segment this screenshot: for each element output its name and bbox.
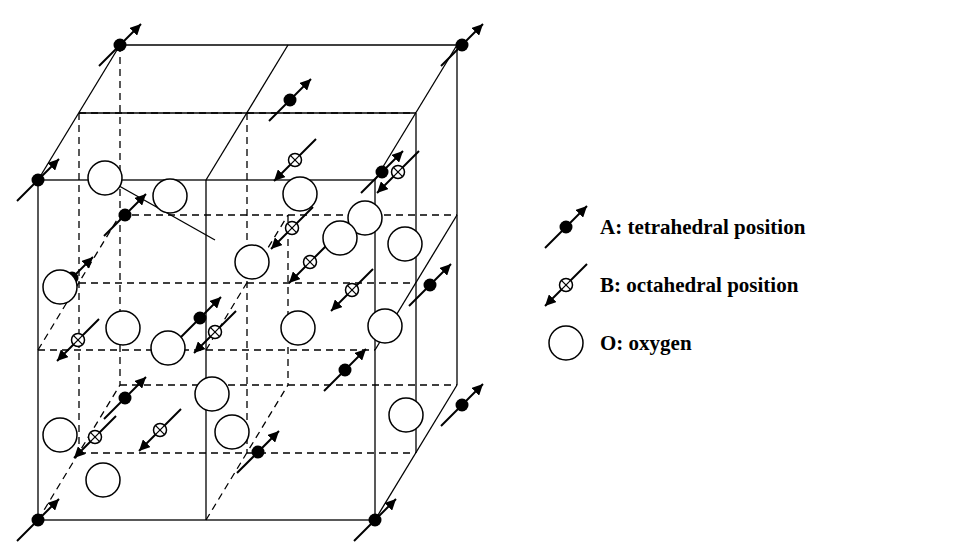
oxygen-symbol <box>540 318 592 368</box>
b-ion <box>74 416 116 458</box>
oxygen-ions <box>43 161 423 497</box>
a-ion <box>269 79 311 121</box>
a-ion <box>17 499 59 541</box>
legend-glyph <box>545 264 587 306</box>
tetrahedral-sites <box>17 24 483 541</box>
oxygen-ion <box>153 179 187 213</box>
tetrahedral-symbol <box>540 202 592 252</box>
oxygen-ion <box>283 177 317 211</box>
oxygen-ion <box>389 398 423 432</box>
b-ion <box>289 241 331 283</box>
legend-label: A: tetrahedral position <box>600 215 805 240</box>
lattice-dashed-lines <box>38 45 457 520</box>
oxygen-ion <box>281 311 315 345</box>
legend-entry: O: oxygen <box>540 321 805 365</box>
legend-label: B: octahedral position <box>600 273 798 298</box>
legend-entry: B: octahedral position <box>540 263 805 307</box>
b-ion <box>57 319 99 361</box>
a-ion <box>361 151 403 193</box>
a-ion <box>99 24 141 66</box>
oxygen-ion <box>195 377 229 411</box>
oxygen-ion <box>388 227 422 261</box>
legend-entry: A: tetrahedral position <box>540 205 805 249</box>
a-ion <box>409 264 451 306</box>
b-ion <box>271 207 313 249</box>
legend: A: tetrahedral position B: octahedral pos… <box>540 205 805 379</box>
a-ion <box>179 297 221 339</box>
b-ion <box>139 409 181 451</box>
a-ion <box>441 24 483 66</box>
oxygen-ion <box>88 161 122 195</box>
oxygen-ion <box>86 463 120 497</box>
oxygen-ion <box>43 418 77 452</box>
legend-label: O: oxygen <box>600 331 692 356</box>
a-ion <box>104 194 146 236</box>
oxygen-ion <box>323 221 357 255</box>
lattice-solid-lines <box>38 45 457 520</box>
oxygen-ion <box>235 245 269 279</box>
octahedral-sites <box>57 139 419 458</box>
octahedral-symbol <box>540 260 592 310</box>
a-ion <box>324 349 366 391</box>
oxygen-ion <box>43 270 77 304</box>
oxygen-ion <box>368 309 402 343</box>
a-ion <box>354 499 396 541</box>
oxygen-ion <box>215 415 249 449</box>
legend-glyph <box>545 206 587 248</box>
a-ion <box>17 159 59 201</box>
b-ion <box>331 269 373 311</box>
a-ion <box>104 377 146 419</box>
oxygen-ion <box>106 311 140 345</box>
oxygen-ion <box>151 331 185 365</box>
a-ion <box>441 384 483 426</box>
b-ion <box>274 139 316 181</box>
legend-glyph <box>549 326 583 360</box>
